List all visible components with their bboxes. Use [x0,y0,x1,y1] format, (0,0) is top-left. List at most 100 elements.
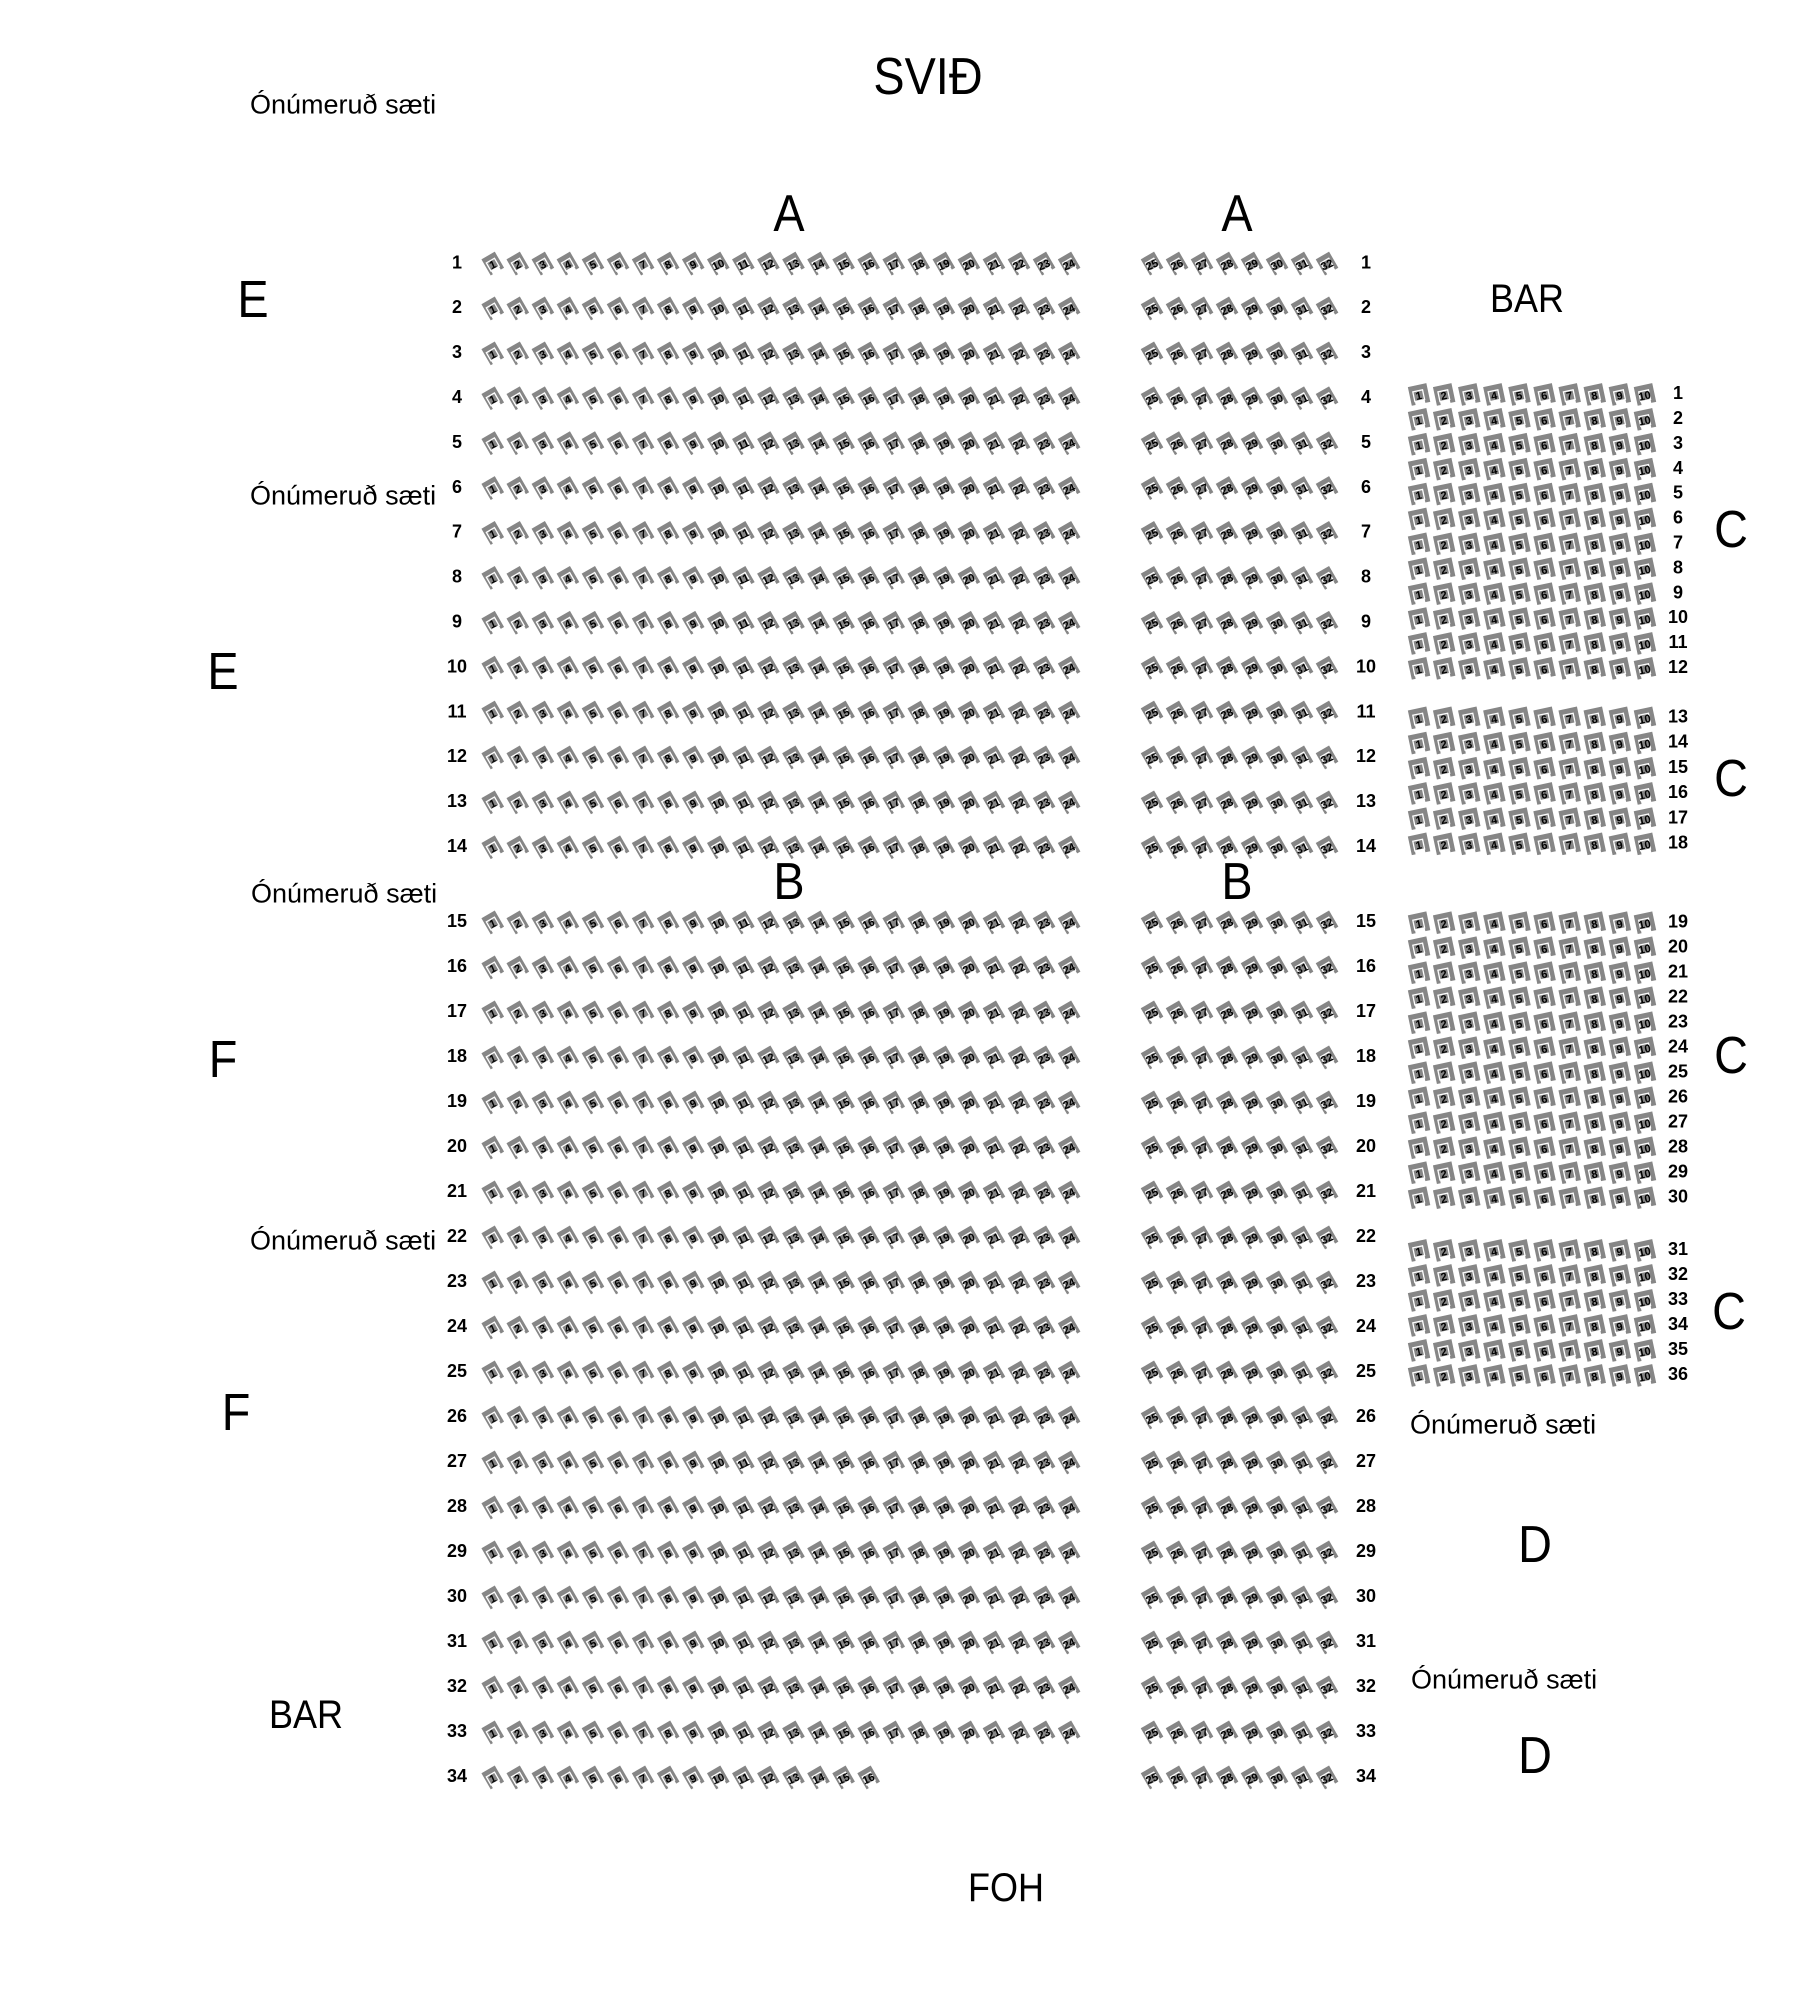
seat-c1-row2-n2[interactable]: 2 [1432,407,1457,432]
seat-main-left-row11-n18[interactable]: 18 [906,700,931,726]
seat-main-left-row22-n19[interactable]: 19 [931,1224,956,1251]
seat-main-left-row11-n5[interactable]: 5 [581,700,605,726]
seat-main-left-row29-n20[interactable]: 20 [956,1539,981,1566]
seat-c4-row32-n6[interactable]: 6 [1532,1263,1557,1288]
seat-main-right-row5-n29[interactable]: 29 [1240,430,1265,456]
seat-main-left-row18-n24[interactable]: 24 [1057,1044,1082,1071]
seat-main-left-row19-n20[interactable]: 20 [956,1089,981,1116]
seat-c3-row24-n2[interactable]: 2 [1432,1035,1457,1060]
seat-main-left-row27-n22[interactable]: 22 [1007,1449,1031,1476]
seat-c2-row15-n2[interactable]: 2 [1432,756,1457,781]
seat-c2-row14-n4[interactable]: 4 [1482,731,1507,755]
seat-main-right-row20-n28[interactable]: 28 [1215,1134,1240,1161]
seat-main-right-row34-n32[interactable]: 32 [1315,1764,1340,1791]
seat-c3-row30-n5[interactable]: 5 [1507,1185,1532,1210]
seat-main-left-row16-n15[interactable]: 15 [831,954,856,981]
seat-main-right-row20-n26[interactable]: 26 [1165,1134,1190,1161]
seat-main-left-row1-n19[interactable]: 19 [931,251,956,277]
seat-main-left-row22-n6[interactable]: 6 [606,1224,631,1251]
seat-main-left-row22-n21[interactable]: 21 [981,1224,1006,1251]
seat-main-left-row31-n8[interactable]: 8 [656,1629,681,1656]
seat-main-left-row16-n21[interactable]: 21 [981,954,1006,981]
seat-main-left-row33-n8[interactable]: 8 [656,1719,681,1746]
seat-main-left-row29-n10[interactable]: 10 [706,1539,731,1566]
seat-main-left-row22-n12[interactable]: 12 [756,1224,781,1251]
seat-main-left-row31-n20[interactable]: 20 [956,1629,981,1656]
seat-c2-row16-n3[interactable]: 3 [1457,781,1482,806]
seat-main-left-row15-n23[interactable]: 23 [1032,909,1057,936]
seat-main-right-row15-n29[interactable]: 29 [1240,909,1265,936]
seat-main-left-row3-n20[interactable]: 20 [956,340,981,366]
seat-main-right-row14-n32[interactable]: 32 [1315,834,1340,860]
seat-main-right-row15-n27[interactable]: 27 [1190,909,1215,936]
seat-main-left-row20-n15[interactable]: 15 [831,1134,856,1161]
seat-main-left-row26-n7[interactable]: 7 [631,1404,656,1431]
seat-main-left-row2-n24[interactable]: 24 [1057,295,1082,322]
seat-c3-row21-n5[interactable]: 5 [1507,960,1532,985]
seat-main-left-row9-n18[interactable]: 18 [906,610,931,636]
seat-c1-row9-n9[interactable]: 9 [1607,581,1632,606]
seat-c3-row24-n7[interactable]: 7 [1557,1035,1582,1060]
seat-main-left-row8-n7[interactable]: 7 [631,565,656,591]
seat-c1-row3-n1[interactable]: 1 [1407,432,1431,457]
seat-main-left-row2-n11[interactable]: 11 [731,295,756,322]
seat-main-left-row13-n12[interactable]: 12 [756,789,781,815]
seat-main-right-row25-n29[interactable]: 29 [1240,1359,1265,1386]
seat-c4-row34-n3[interactable]: 3 [1457,1313,1482,1338]
seat-main-left-row23-n16[interactable]: 16 [856,1269,881,1296]
seat-main-left-row21-n16[interactable]: 16 [856,1179,881,1206]
seat-main-left-row8-n3[interactable]: 3 [530,565,555,591]
seat-main-left-row26-n10[interactable]: 10 [706,1404,731,1431]
seat-main-right-row28-n32[interactable]: 32 [1315,1494,1340,1521]
seat-main-left-row4-n5[interactable]: 5 [581,385,605,411]
seat-main-right-row29-n28[interactable]: 28 [1215,1539,1240,1566]
seat-main-left-row12-n4[interactable]: 4 [555,744,580,771]
seat-c1-row1-n7[interactable]: 7 [1557,382,1582,407]
seat-c3-row28-n4[interactable]: 4 [1482,1135,1507,1160]
seat-main-left-row8-n13[interactable]: 13 [781,565,806,591]
seat-c1-row3-n5[interactable]: 5 [1507,432,1532,457]
seat-main-left-row10-n2[interactable]: 2 [505,655,530,681]
seat-c4-row32-n2[interactable]: 2 [1432,1263,1457,1288]
seat-main-left-row11-n7[interactable]: 7 [631,700,656,726]
seat-c1-row12-n8[interactable]: 8 [1582,656,1607,681]
seat-c4-row35-n2[interactable]: 2 [1432,1338,1457,1363]
seat-main-right-row3-n28[interactable]: 28 [1215,340,1240,366]
seat-main-left-row19-n4[interactable]: 4 [555,1089,580,1116]
seat-c4-row33-n7[interactable]: 7 [1557,1288,1582,1313]
seat-main-left-row23-n15[interactable]: 15 [831,1269,856,1296]
seat-main-left-row18-n1[interactable]: 1 [480,1044,505,1071]
seat-main-left-row5-n18[interactable]: 18 [906,430,931,456]
seat-main-right-row5-n27[interactable]: 27 [1190,430,1215,456]
seat-c1-row4-n3[interactable]: 3 [1457,457,1482,482]
seat-c1-row2-n6[interactable]: 6 [1532,407,1557,432]
seat-c3-row21-n6[interactable]: 6 [1532,960,1557,985]
seat-c1-row9-n6[interactable]: 6 [1532,581,1557,606]
seat-c4-row33-n3[interactable]: 3 [1457,1288,1482,1313]
seat-main-left-row14-n8[interactable]: 8 [656,834,681,860]
seat-main-left-row4-n14[interactable]: 14 [806,385,831,411]
seat-main-left-row12-n16[interactable]: 16 [856,744,881,771]
seat-main-left-row10-n7[interactable]: 7 [631,655,656,681]
seat-main-left-row30-n16[interactable]: 16 [856,1584,881,1611]
seat-main-left-row1-n11[interactable]: 11 [731,251,756,277]
seat-main-right-row18-n31[interactable]: 31 [1290,1044,1315,1071]
seat-main-left-row1-n8[interactable]: 8 [656,251,681,277]
seat-c4-row36-n3[interactable]: 3 [1457,1363,1482,1388]
seat-main-left-row28-n11[interactable]: 11 [731,1494,756,1521]
seat-c1-row4-n2[interactable]: 2 [1432,457,1457,482]
seat-c2-row17-n8[interactable]: 8 [1582,806,1607,831]
seat-main-left-row8-n16[interactable]: 16 [856,565,881,591]
seat-main-right-row17-n32[interactable]: 32 [1315,999,1340,1026]
seat-main-left-row6-n9[interactable]: 9 [681,475,706,501]
seat-main-left-row15-n14[interactable]: 14 [806,909,831,936]
seat-main-left-row4-n9[interactable]: 9 [681,385,706,411]
seat-main-left-row15-n19[interactable]: 19 [931,909,956,936]
seat-c1-row1-n1[interactable]: 1 [1407,382,1431,407]
seat-main-left-row12-n20[interactable]: 20 [956,744,981,771]
seat-main-right-row16-n25[interactable]: 25 [1140,954,1165,981]
seat-c3-row30-n7[interactable]: 7 [1557,1185,1582,1210]
seat-main-left-row12-n9[interactable]: 9 [681,744,706,771]
seat-c3-row30-n1[interactable]: 1 [1407,1185,1431,1210]
seat-main-left-row23-n1[interactable]: 1 [480,1269,505,1296]
